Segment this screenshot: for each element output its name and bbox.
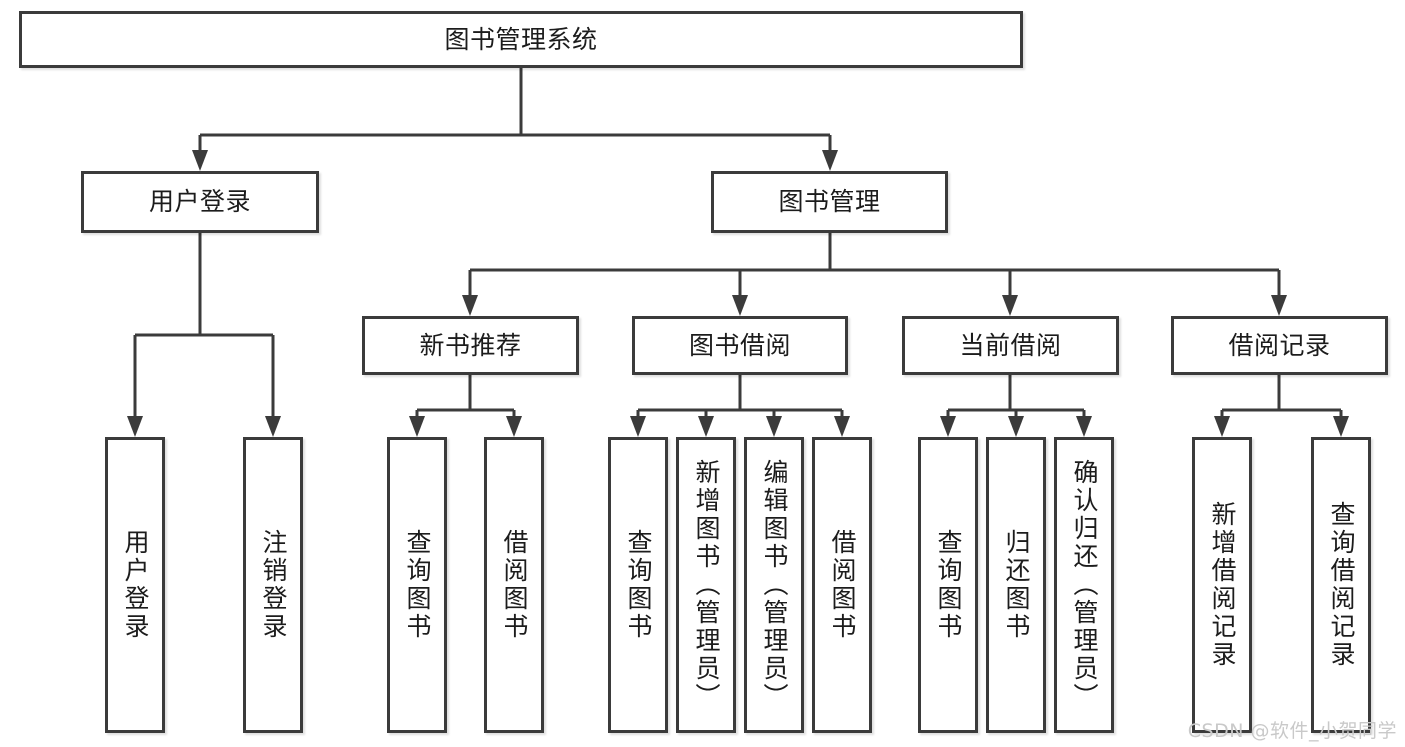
connector-root	[192, 68, 838, 171]
node-newbook[interactable]: 新书推荐	[362, 316, 579, 375]
node-borrow[interactable]: 图书借阅	[632, 316, 848, 375]
node-bookmgmt[interactable]: 图书管理	[711, 171, 948, 233]
node-label: 查询图书	[624, 529, 653, 641]
node-leaf-login-2[interactable]: 注销登录	[243, 437, 303, 733]
connector-current	[940, 375, 1092, 437]
node-label: 新增图书（管理员）	[692, 459, 721, 711]
connector-bookmgmt	[462, 233, 1287, 316]
connector-newbook	[409, 375, 522, 437]
node-label: 借阅记录	[1228, 330, 1331, 360]
node-label: 图书借阅	[688, 330, 791, 360]
node-label: 编辑图书（管理员）	[760, 459, 789, 711]
node-leaf-login-1[interactable]: 用户登录	[105, 437, 165, 733]
node-current[interactable]: 当前借阅	[902, 316, 1119, 375]
node-leaf-bor-2[interactable]: 新增图书（管理员）	[676, 437, 736, 733]
node-label: 借阅图书	[828, 529, 857, 641]
node-leaf-cur-1[interactable]: 查询图书	[918, 437, 978, 733]
node-label: 用户登录	[148, 187, 251, 217]
node-label: 注销登录	[259, 529, 288, 641]
connector-login	[127, 233, 281, 437]
node-leaf-cur-2[interactable]: 归还图书	[986, 437, 1046, 733]
node-root[interactable]: 图书管理系统	[19, 11, 1023, 68]
node-label: 借阅图书	[500, 529, 529, 641]
node-label: 归还图书	[1002, 529, 1031, 641]
node-label: 查询图书	[403, 529, 432, 641]
node-label: 确认归还（管理员）	[1070, 459, 1099, 711]
node-leaf-bor-3[interactable]: 编辑图书（管理员）	[744, 437, 804, 733]
node-label: 用户登录	[121, 529, 150, 641]
node-label: 当前借阅	[959, 330, 1062, 360]
node-leaf-bor-4[interactable]: 借阅图书	[812, 437, 872, 733]
connector-records	[1214, 375, 1349, 437]
watermark-label: CSDN @软件_小贺同学	[1187, 720, 1397, 742]
node-leaf-new-2[interactable]: 借阅图书	[484, 437, 544, 733]
node-leaf-rec-1[interactable]: 新增借阅记录	[1192, 437, 1252, 733]
node-label: 查询图书	[934, 529, 963, 641]
node-login[interactable]: 用户登录	[81, 171, 319, 233]
node-leaf-new-1[interactable]: 查询图书	[387, 437, 447, 733]
node-leaf-cur-3[interactable]: 确认归还（管理员）	[1054, 437, 1114, 733]
node-label: 新增借阅记录	[1208, 501, 1237, 669]
node-leaf-bor-1[interactable]: 查询图书	[608, 437, 668, 733]
node-records[interactable]: 借阅记录	[1171, 316, 1388, 375]
connector-borrow	[630, 375, 850, 437]
node-leaf-rec-2[interactable]: 查询借阅记录	[1311, 437, 1371, 733]
node-label: 图书管理	[778, 187, 881, 217]
node-label: 查询借阅记录	[1327, 501, 1356, 669]
node-label: 新书推荐	[419, 330, 522, 360]
node-label: 图书管理系统	[444, 24, 598, 54]
